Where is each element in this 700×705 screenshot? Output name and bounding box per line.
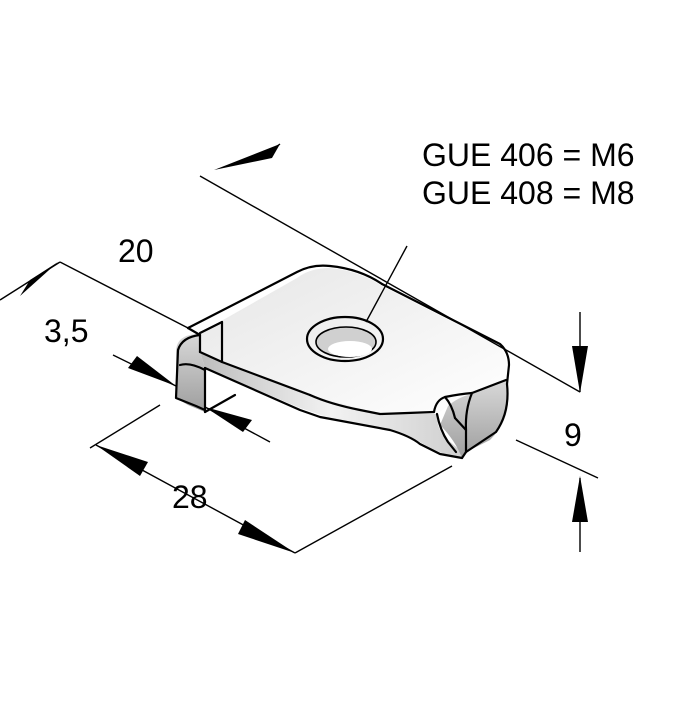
arrow-head xyxy=(214,144,280,170)
dim-label-3-5: 3,5 xyxy=(44,313,88,349)
bolt-hole xyxy=(305,315,385,363)
plate-right-leg xyxy=(440,380,509,458)
variant-label-m8: GUE 408 = M8 xyxy=(422,175,635,211)
arrow-head xyxy=(96,445,148,476)
dimension-thickness: 3,5 xyxy=(44,313,271,443)
arrow-head xyxy=(238,520,295,553)
dimension-height: 9 xyxy=(515,312,599,552)
plate-left-leg xyxy=(176,333,205,412)
arrow-head xyxy=(128,356,176,386)
arrow-head xyxy=(205,407,252,432)
dimension-width: 20 xyxy=(0,143,581,393)
dim-label-20: 20 xyxy=(118,233,154,269)
variant-label-m6: GUE 406 = M6 xyxy=(422,137,635,173)
dim-label-28: 28 xyxy=(172,479,208,515)
leader-line xyxy=(365,245,408,323)
variant-callout: GUE 406 = M6 GUE 408 = M8 xyxy=(365,137,635,323)
arrow-head xyxy=(572,476,588,522)
arrow-head xyxy=(20,262,58,296)
dimension-length: 28 xyxy=(89,404,453,554)
arrow-head xyxy=(572,346,588,393)
clamp-plate-part xyxy=(174,264,511,460)
dim-label-9: 9 xyxy=(564,417,582,453)
